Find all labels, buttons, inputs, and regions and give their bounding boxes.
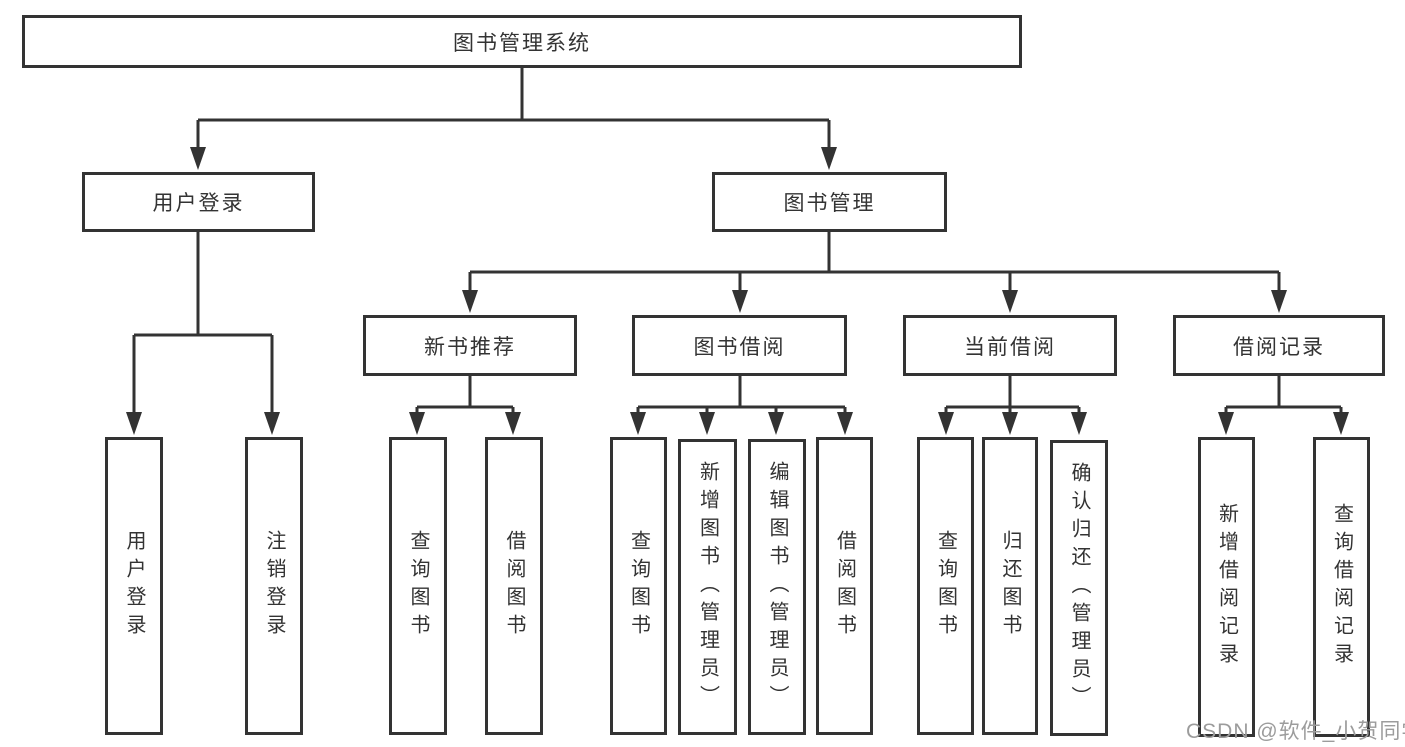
leaf-records-add-borrow-record: 新增借阅记录 <box>1198 437 1255 737</box>
node-current-borrowing: 当前借阅 <box>903 315 1117 376</box>
node-book-management: 图书管理 <box>712 172 947 232</box>
leaf-recommend-borrow-books: 借阅图书 <box>485 437 543 735</box>
leaf-borrowing-borrow-books: 借阅图书 <box>816 437 873 735</box>
leaf-records-query-borrow-record: 查询借阅记录 <box>1313 437 1370 737</box>
leaf-user-login: 用户登录 <box>105 437 163 735</box>
leaf-current-confirm-return-admin: 确认归还（管理员） <box>1050 440 1108 736</box>
leaf-current-return-books: 归还图书 <box>982 437 1038 735</box>
leaf-current-query-books: 查询图书 <box>917 437 974 735</box>
leaf-borrowing-query-books: 查询图书 <box>610 437 667 735</box>
leaf-logout-login: 注销登录 <box>245 437 303 735</box>
leaf-recommend-query-books: 查询图书 <box>389 437 447 735</box>
node-root: 图书管理系统 <box>22 15 1022 68</box>
node-borrowing-records: 借阅记录 <box>1173 315 1385 376</box>
node-user-login: 用户登录 <box>82 172 315 232</box>
node-book-borrowing: 图书借阅 <box>632 315 847 376</box>
leaf-borrowing-edit-books-admin: 编辑图书（管理员） <box>748 439 806 735</box>
watermark-text: CSDN @软件_小贺同学 <box>1186 720 1405 743</box>
leaf-borrowing-add-books-admin: 新增图书（管理员） <box>678 439 737 735</box>
node-new-book-recommend: 新书推荐 <box>363 315 577 376</box>
